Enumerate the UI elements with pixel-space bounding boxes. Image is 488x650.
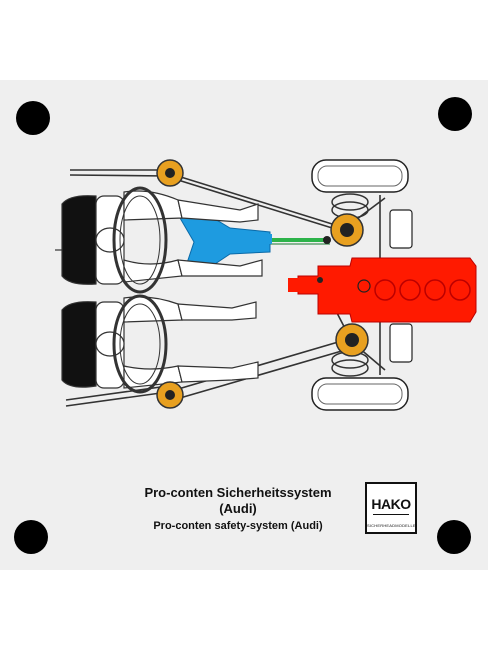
pulley-bottom-left	[156, 381, 184, 409]
mounting-hole	[438, 97, 472, 131]
pulley-front-bottom	[335, 323, 369, 357]
pulley-front-top	[330, 213, 364, 247]
passenger-figure	[61, 294, 259, 394]
hako-logo: HAKO SICHERHEADMODELLE	[365, 482, 417, 534]
logo-text: HAKO	[371, 496, 411, 512]
caption-german-brand: (Audi)	[219, 501, 257, 516]
mounting-hole	[437, 520, 471, 554]
engine-pivot	[317, 277, 323, 283]
engine-block	[288, 257, 477, 323]
safety-system-diagram	[55, 159, 477, 411]
logo-rule	[373, 514, 409, 515]
panel-board: Pro-conten Sicherheitssystem (Audi) Pro-…	[0, 80, 488, 570]
caption-english: Pro-conten safety-system (Audi)	[153, 520, 323, 532]
driver-figure	[55, 186, 263, 294]
mounting-hole	[16, 101, 50, 135]
caption-german: Pro-conten Sicherheitssystem	[144, 485, 332, 500]
front-wheel-bottom	[311, 323, 413, 411]
mounting-hole	[14, 520, 48, 554]
pulley-top-left	[156, 159, 184, 187]
logo-subtext: SICHERHEADMODELLE	[367, 523, 416, 528]
rod-joint	[323, 236, 331, 244]
front-wheel-top	[311, 159, 413, 249]
